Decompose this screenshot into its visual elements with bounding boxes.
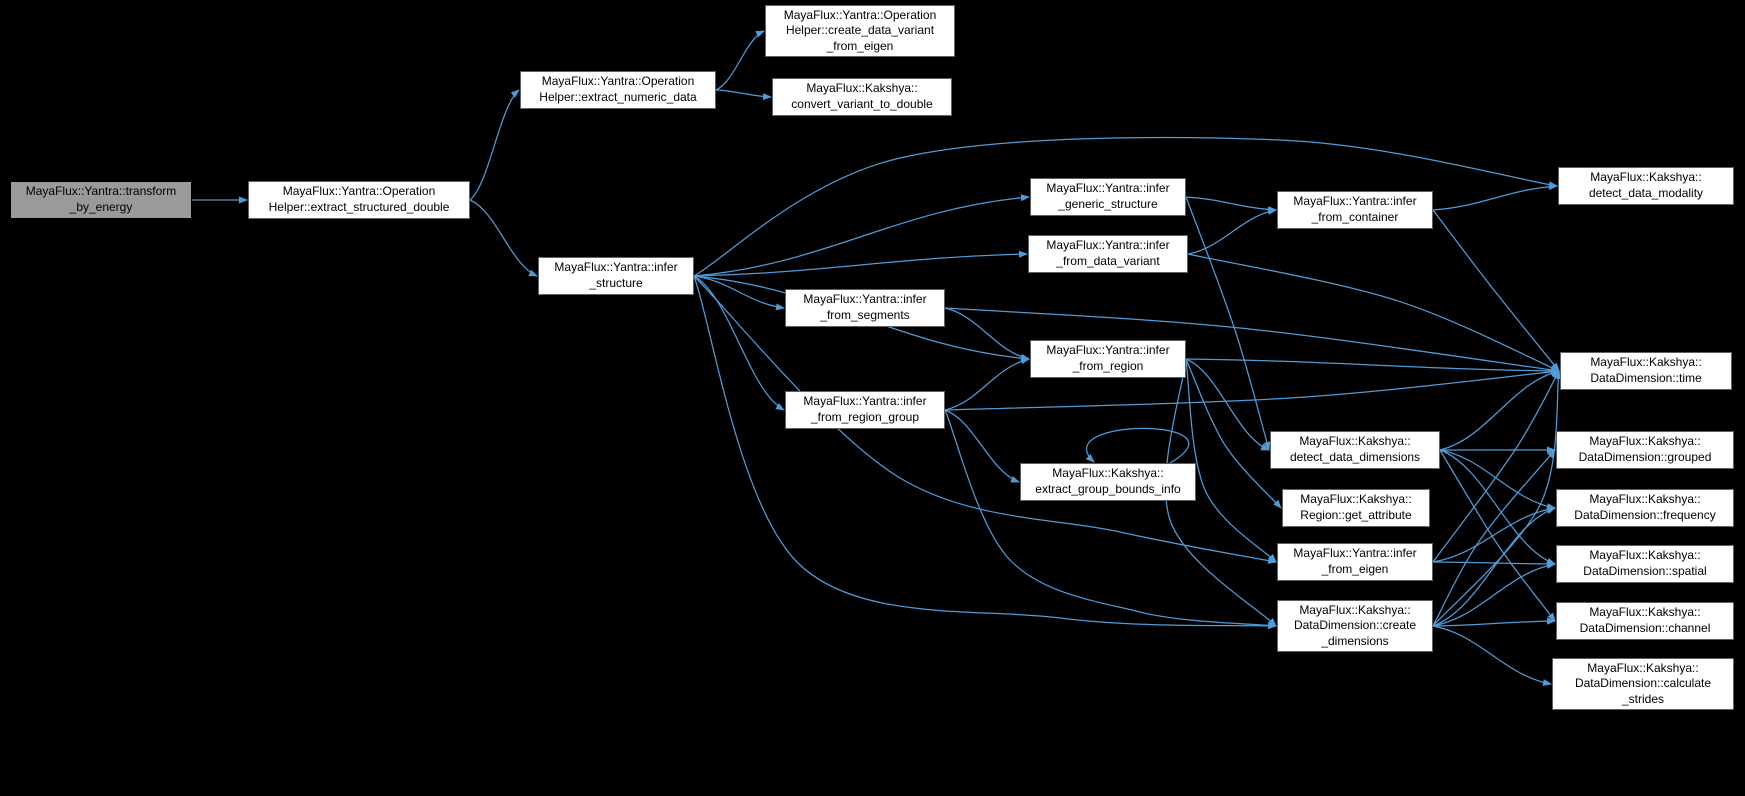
node-create-data-variant-from-eigen[interactable]: MayaFlux::Yantra::Operation Helper::crea… [765,5,955,57]
node-region-get-attribute[interactable]: MayaFlux::Kakshya:: Region::get_attribut… [1282,489,1430,527]
node-datadimension-spatial[interactable]: MayaFlux::Kakshya:: DataDimension::spati… [1556,545,1734,583]
node-infer-from-eigen[interactable]: MayaFlux::Yantra::infer _from_eigen [1277,543,1433,581]
node-infer-structure[interactable]: MayaFlux::Yantra::infer _structure [538,257,694,295]
node-datadimension-grouped[interactable]: MayaFlux::Kakshya:: DataDimension::group… [1556,431,1734,469]
node-extract-structured-double[interactable]: MayaFlux::Yantra::Operation Helper::extr… [248,181,470,219]
node-infer-generic-structure[interactable]: MayaFlux::Yantra::infer _generic_structu… [1030,178,1186,216]
node-transform-by-energy: MayaFlux::Yantra::transform _by_energy [10,181,192,219]
node-detect-data-dimensions[interactable]: MayaFlux::Kakshya:: detect_data_dimensio… [1270,431,1440,469]
node-datadimension-create-dimensions[interactable]: MayaFlux::Kakshya:: DataDimension::creat… [1277,600,1433,652]
node-infer-from-region-group[interactable]: MayaFlux::Yantra::infer _from_region_gro… [785,391,945,429]
node-infer-from-data-variant[interactable]: MayaFlux::Yantra::infer _from_data_varia… [1028,235,1188,273]
node-infer-from-region[interactable]: MayaFlux::Yantra::infer _from_region [1030,340,1186,378]
node-datadimension-frequency[interactable]: MayaFlux::Kakshya:: DataDimension::frequ… [1556,489,1734,527]
node-datadimension-channel[interactable]: MayaFlux::Kakshya:: DataDimension::chann… [1556,602,1734,640]
node-extract-group-bounds-info[interactable]: MayaFlux::Kakshya:: extract_group_bounds… [1020,463,1196,501]
edge-paths [192,30,1562,686]
node-datadimension-calculate-strides[interactable]: MayaFlux::Kakshya:: DataDimension::calcu… [1552,658,1734,710]
node-convert-variant-to-double[interactable]: MayaFlux::Kakshya:: convert_variant_to_d… [772,78,952,116]
node-extract-numeric-data[interactable]: MayaFlux::Yantra::Operation Helper::extr… [520,71,716,109]
node-infer-from-container[interactable]: MayaFlux::Yantra::infer _from_container [1277,191,1433,229]
node-detect-data-modality[interactable]: MayaFlux::Kakshya:: detect_data_modality [1558,167,1734,205]
node-infer-from-segments[interactable]: MayaFlux::Yantra::infer _from_segments [785,289,945,327]
node-datadimension-time[interactable]: MayaFlux::Kakshya:: DataDimension::time [1560,352,1732,390]
